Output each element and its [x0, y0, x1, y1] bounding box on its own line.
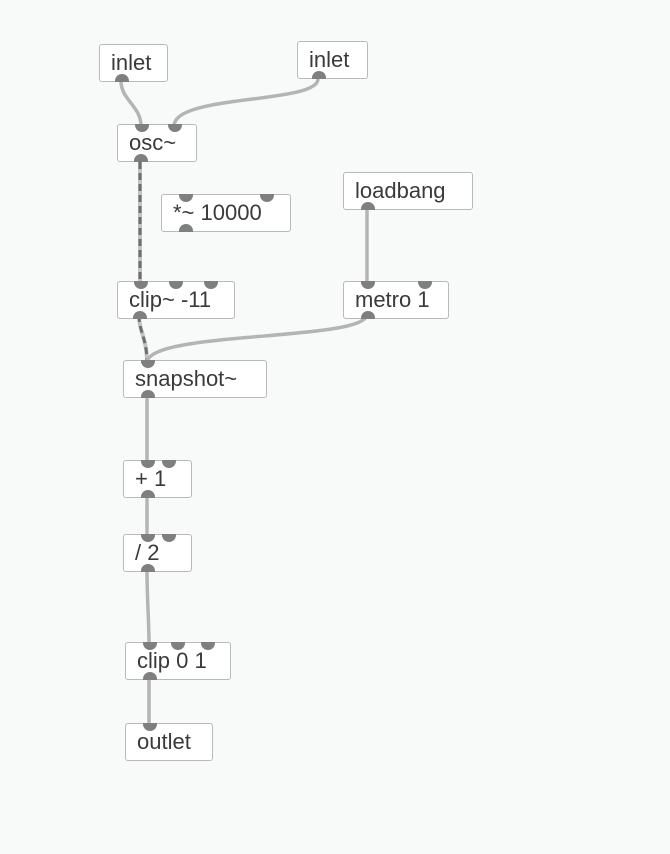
inlet-object-left[interactable]: inlet	[99, 44, 168, 82]
inlet-port-max[interactable]	[204, 281, 218, 289]
inlet-port-left[interactable]	[361, 281, 375, 289]
cord-inlet-to-osc-phase[interactable]	[172, 77, 320, 128]
object-label: / 2	[135, 540, 160, 565]
object-label: clip 0 1	[137, 648, 207, 673]
inlet-port-right[interactable]	[162, 534, 176, 542]
clip-signal-object[interactable]: clip~ -11	[117, 281, 235, 319]
plus-object[interactable]: + 1	[123, 460, 192, 498]
clip-control-object[interactable]: clip 0 1	[125, 642, 231, 680]
inlet-port-max[interactable]	[201, 642, 215, 650]
inlet-port[interactable]	[141, 360, 155, 368]
object-label: + 1	[135, 466, 167, 491]
object-label: inlet	[111, 50, 152, 75]
inlet-port[interactable]	[143, 723, 157, 731]
inlet-port-frequency[interactable]	[135, 124, 149, 132]
metro-object[interactable]: metro 1	[343, 281, 449, 319]
outlet-port[interactable]	[312, 71, 326, 79]
outlet-port[interactable]	[141, 390, 155, 398]
outlet-port[interactable]	[141, 490, 155, 498]
outlet-object[interactable]: outlet	[125, 723, 213, 761]
inlet-port-left[interactable]	[141, 534, 155, 542]
object-label: metro 1	[355, 287, 430, 312]
inlet-port-min[interactable]	[169, 281, 183, 289]
object-label: osc~	[129, 130, 177, 155]
inlet-port-signal[interactable]	[134, 281, 148, 289]
multiply-object[interactable]: *~ 10000	[161, 194, 291, 232]
object-label: clip~ -11	[129, 287, 212, 312]
cord-metro-to-snapshot[interactable]	[145, 312, 369, 365]
cord-clip-to-snapshot-shadow	[137, 314, 149, 364]
inlet-port-right[interactable]	[162, 460, 176, 468]
outlet-port[interactable]	[143, 672, 157, 680]
outlet-port[interactable]	[133, 311, 147, 319]
cord-divide-to-clip[interactable]	[145, 567, 151, 647]
object-label: snapshot~	[135, 366, 238, 391]
inlet-port-right[interactable]	[260, 194, 274, 202]
osc-object[interactable]: osc~	[117, 124, 197, 162]
object-label: *~ 10000	[173, 200, 262, 225]
outlet-port[interactable]	[361, 311, 375, 319]
inlet-port-min[interactable]	[171, 642, 185, 650]
object-label: inlet	[309, 47, 350, 72]
cord-clip-to-snapshot[interactable]	[137, 314, 149, 364]
outlet-port[interactable]	[141, 564, 155, 572]
inlet-port-phase[interactable]	[168, 124, 182, 132]
loadbang-object[interactable]: loadbang	[343, 172, 473, 210]
inlet-port-left[interactable]	[179, 194, 193, 202]
inlet-port-left[interactable]	[141, 460, 155, 468]
cord-inlet-to-osc-frequency[interactable]	[119, 79, 143, 128]
object-label: loadbang	[355, 178, 446, 203]
outlet-port[interactable]	[179, 224, 193, 232]
outlet-port[interactable]	[361, 202, 375, 210]
inlet-port-value[interactable]	[143, 642, 157, 650]
inlet-object-right[interactable]: inlet	[297, 41, 368, 79]
outlet-port[interactable]	[115, 74, 129, 82]
outlet-port[interactable]	[134, 154, 148, 162]
inlet-port-right[interactable]	[418, 281, 432, 289]
divide-object[interactable]: / 2	[123, 534, 192, 572]
object-label: outlet	[137, 729, 191, 754]
snapshot-object[interactable]: snapshot~	[123, 360, 267, 398]
